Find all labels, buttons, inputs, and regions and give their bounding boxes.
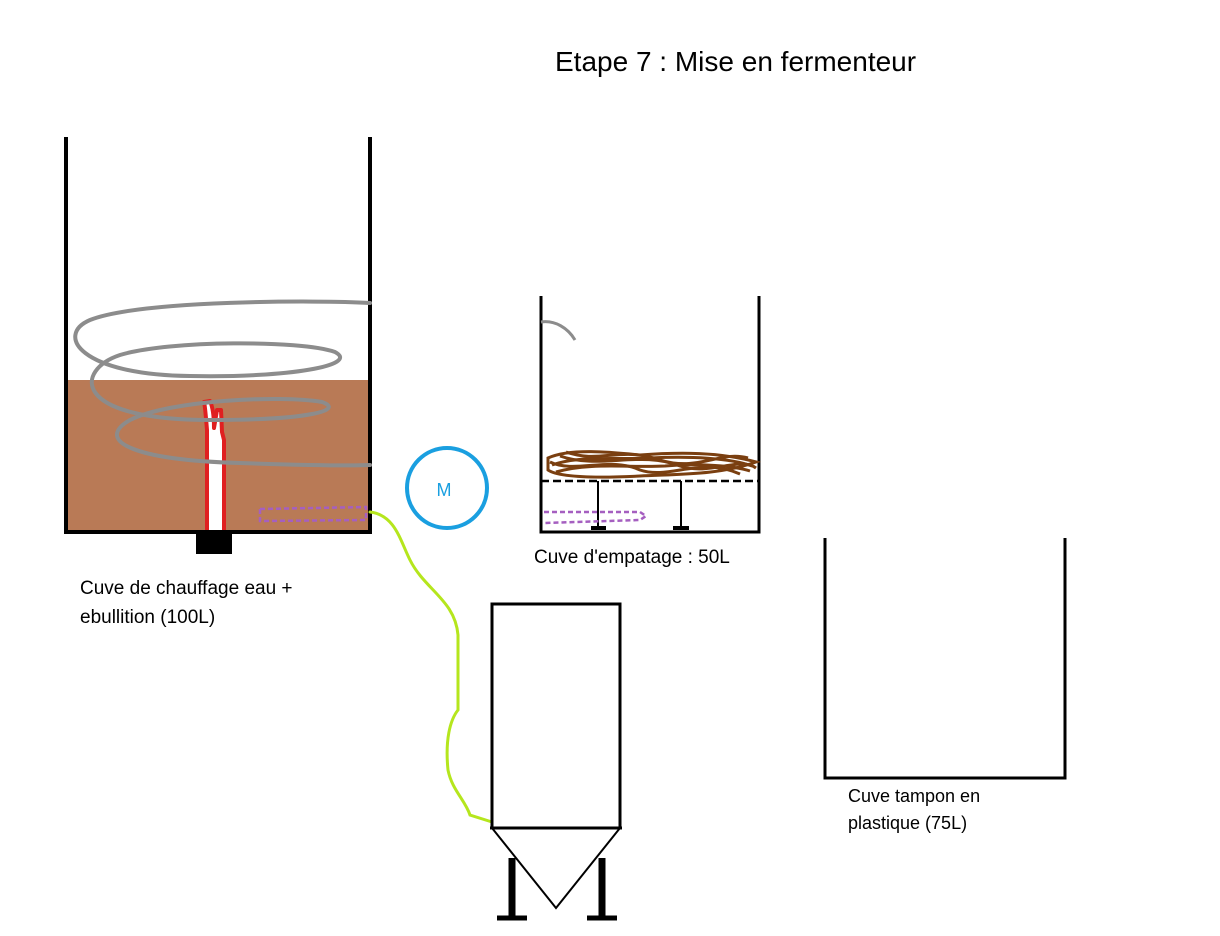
mash-tank <box>539 296 761 534</box>
diagram-title: Etape 7 : Mise en fermenteur <box>555 46 917 77</box>
mash-sparge-pipe <box>543 510 649 525</box>
heating-tank-label: Cuve de chauffage eau + ebullition (100L… <box>80 574 293 632</box>
false-bottom-supports <box>591 481 689 530</box>
pump-letter: M <box>437 480 452 500</box>
pump: M <box>405 446 489 530</box>
heating-tank-drain <box>196 532 232 554</box>
fermenter-cone <box>491 827 621 910</box>
fermenter-body <box>490 602 622 830</box>
transfer-hose <box>368 510 494 824</box>
fermenter <box>490 602 622 921</box>
mash-tank-walls <box>539 296 761 534</box>
cooling-coil <box>73 299 372 468</box>
buffer-tank-label-line1: Cuve tampon en <box>848 786 981 806</box>
heating-tank-label-line2: ebullition (100L) <box>80 607 216 628</box>
heating-tank-label-line1: Cuve de chauffage eau + <box>80 578 293 599</box>
buffer-tank-label-line2: plastique (75L) <box>848 813 968 833</box>
mash-tank-label: Cuve d'empatage : 50L <box>534 547 730 568</box>
buffer-tank-walls <box>823 538 1067 780</box>
buffer-tank-label: Cuve tampon en plastique (75L) <box>848 783 980 837</box>
heating-tank <box>64 137 372 554</box>
pump-circle <box>405 446 489 530</box>
grain-bed <box>546 450 761 479</box>
mash-inlet-pipe <box>540 320 577 341</box>
